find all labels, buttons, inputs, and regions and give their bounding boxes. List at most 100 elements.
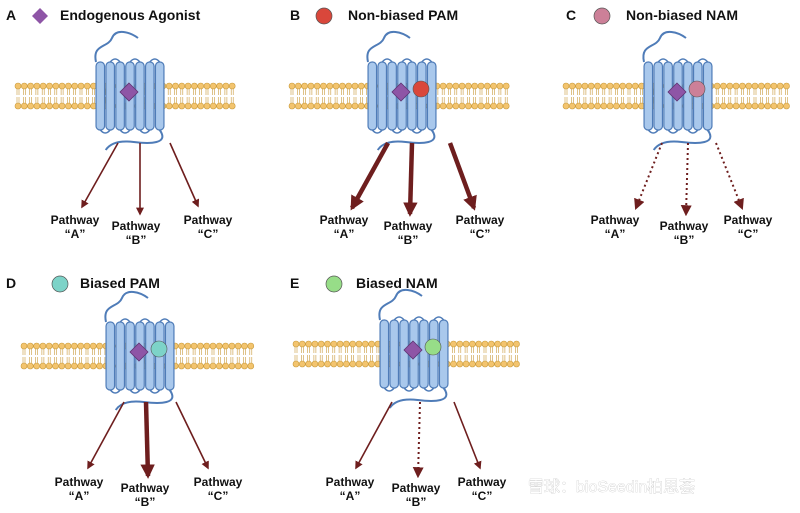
agonist-ligand	[129, 342, 149, 362]
n-terminus	[94, 31, 139, 63]
signal-arrow	[81, 142, 119, 209]
pathway-letter: “A”	[340, 489, 361, 503]
signal-arrow	[715, 142, 744, 211]
signal-arrow	[169, 142, 200, 208]
pathway-label: Pathway	[326, 475, 375, 489]
pathway-letter: “B”	[406, 495, 427, 509]
transmembrane-helix	[145, 321, 155, 391]
panel-letter: E	[290, 275, 299, 291]
pathway-letter: “B”	[674, 233, 695, 247]
agonist-legend-icon	[32, 8, 48, 24]
pathway-letter: “C”	[738, 227, 759, 241]
pathway-letter: “C”	[198, 227, 219, 241]
c-terminus	[104, 129, 164, 151]
pathway-label: Pathway	[384, 219, 433, 233]
transmembrane-helix	[702, 61, 713, 131]
panel-letter: B	[290, 7, 300, 23]
pathway-letter: “B”	[398, 233, 419, 247]
c-terminus	[388, 387, 448, 409]
modulator-legend-icon	[51, 275, 69, 293]
transmembrane-helix	[135, 61, 145, 131]
panel-title: Non-biased NAM	[626, 7, 738, 23]
pathway-label: Pathway	[660, 219, 709, 233]
lipid-bilayer	[288, 82, 510, 110]
pathway-label: Pathway	[194, 475, 243, 489]
allosteric-modulator	[412, 80, 430, 98]
pathway-label: Pathway	[121, 481, 170, 495]
gpcr-receptor	[94, 31, 165, 151]
pathway-label: Pathway	[724, 213, 773, 227]
pathway-label: Pathway	[112, 219, 161, 233]
panel-title: Non-biased PAM	[348, 7, 458, 23]
signal-arrow	[175, 401, 209, 470]
modulator-legend-icon	[325, 275, 343, 293]
transmembrane-helix	[164, 321, 175, 391]
pathway-letter: “A”	[65, 227, 86, 241]
pathway-label: Pathway	[456, 213, 505, 227]
transmembrane-helix	[683, 61, 693, 131]
transmembrane-helix	[379, 319, 390, 389]
signal-arrow	[680, 142, 692, 217]
pathway-label: Pathway	[320, 213, 369, 227]
allosteric-modulator	[150, 340, 168, 358]
signal-arrow	[350, 141, 390, 211]
transmembrane-helix	[367, 61, 378, 131]
pathway-letter: “C”	[470, 227, 491, 241]
transmembrane-helix	[95, 61, 106, 131]
gpcr-receptor	[366, 31, 437, 151]
allosteric-modulator	[688, 80, 706, 98]
transmembrane-helix	[105, 61, 116, 131]
pathway-label: Pathway	[51, 213, 100, 227]
pathway-letter: “A”	[605, 227, 626, 241]
transmembrane-helix	[115, 321, 126, 391]
panel-letter: C	[566, 7, 576, 23]
pathway-label: Pathway	[458, 475, 507, 489]
agonist-ligand	[667, 82, 687, 102]
allosteric-modulator	[424, 338, 442, 356]
pathway-label: Pathway	[591, 213, 640, 227]
signal-arrow	[403, 142, 418, 217]
transmembrane-helix	[643, 61, 654, 131]
transmembrane-helix	[115, 61, 125, 131]
c-terminus	[114, 389, 174, 411]
pathway-letter: “A”	[69, 489, 90, 503]
pathway-letter: “C”	[472, 489, 493, 503]
pathway-letter: “B”	[126, 233, 147, 247]
agonist-ligand	[403, 340, 423, 360]
transmembrane-helix	[125, 321, 135, 391]
signal-arrow	[355, 401, 393, 470]
signal-arrow	[447, 142, 477, 211]
n-terminus	[104, 291, 149, 323]
transmembrane-helix	[407, 61, 417, 131]
n-terminus	[366, 31, 411, 63]
panel-title: Endogenous Agonist	[60, 7, 201, 23]
transmembrane-helix	[419, 319, 429, 389]
panel-title: Biased NAM	[356, 275, 438, 291]
transmembrane-helix	[653, 61, 664, 131]
signal-arrow	[87, 401, 125, 470]
c-terminus	[376, 129, 436, 151]
transmembrane-helix	[663, 61, 673, 131]
watermark-text: 雪球：bioSeedin柏思荟	[528, 478, 695, 496]
signal-arrow	[140, 401, 155, 479]
signal-arrow	[412, 401, 424, 479]
signal-arrow	[634, 142, 663, 211]
transmembrane-helix	[154, 61, 165, 131]
pathway-label: Pathway	[55, 475, 104, 489]
transmembrane-helix	[105, 321, 116, 391]
n-terminus	[642, 31, 687, 63]
transmembrane-helix	[387, 61, 397, 131]
c-terminus	[652, 129, 712, 151]
agonist-ligand	[391, 82, 411, 102]
transmembrane-helix	[144, 61, 155, 131]
pathway-letter: “A”	[334, 227, 355, 241]
gpcr-receptor	[378, 289, 449, 409]
panel-letter: D	[6, 275, 16, 291]
panel-letter: A	[6, 7, 16, 23]
transmembrane-helix	[377, 61, 388, 131]
